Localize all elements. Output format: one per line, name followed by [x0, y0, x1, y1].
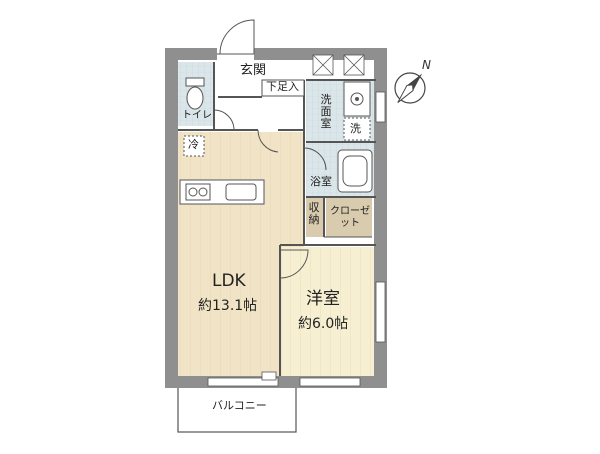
bathroom-label: 浴室 [310, 175, 332, 188]
toilet-door [213, 109, 235, 131]
storage-floor [306, 197, 324, 237]
toilet-fixture [185, 77, 205, 110]
entrance-label: 玄関 [240, 63, 267, 78]
fridge-label: 冷 [188, 138, 199, 151]
shoe-storage-label: 下足入 [266, 80, 299, 93]
balcony-label: バルコニー [212, 399, 267, 412]
western-room-area-label: 約6.0帖 [298, 316, 349, 332]
closet-floor [326, 197, 372, 237]
compass-north-label: N [422, 58, 431, 72]
shoe-cabinet [261, 79, 305, 97]
western-room-floor [282, 247, 380, 377]
balcony-floor [177, 379, 297, 433]
closet-label: クローゼット [330, 206, 370, 229]
kitchen-counter [179, 179, 265, 205]
wash-basin [343, 81, 371, 117]
washer-space [343, 117, 371, 141]
interior-walls [178, 62, 376, 376]
toilet-label: トイレ [182, 110, 212, 121]
pipe-shafts [312, 54, 365, 76]
storage-label: 収納 [308, 201, 320, 227]
fridge-space [183, 135, 205, 157]
compass: N [392, 58, 444, 110]
interior-doors [257, 129, 372, 279]
washroom-label: 洗面室 [320, 93, 332, 131]
ldk-area-label: 約13.1帖 [198, 298, 258, 314]
bathtub [337, 149, 373, 193]
washer-label: 洗 [350, 122, 361, 135]
entrance-door [217, 19, 255, 55]
western-room-name-label: 洋室 [306, 289, 340, 309]
ldk-name-label: LDK [212, 271, 246, 291]
compass-icon [394, 72, 426, 104]
balcony-drain [261, 371, 277, 381]
